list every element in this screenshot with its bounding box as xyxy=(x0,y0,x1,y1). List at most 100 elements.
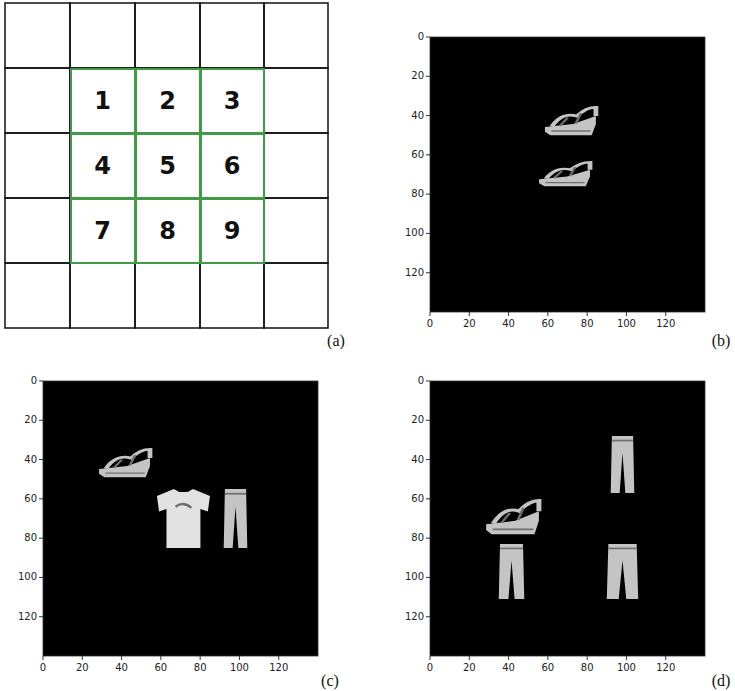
grid-cell xyxy=(200,68,264,133)
grid-cell xyxy=(264,3,328,68)
tick-label: 60 xyxy=(541,663,554,673)
tick-mark xyxy=(160,656,161,660)
cell-number: 9 xyxy=(224,217,241,245)
grid-cell xyxy=(200,133,264,198)
tick-mark xyxy=(426,498,430,499)
image-panel xyxy=(39,381,318,660)
tick-mark xyxy=(39,577,43,578)
cell-number: 6 xyxy=(224,152,241,180)
panel-label: (d) xyxy=(712,673,731,689)
image-ground xyxy=(430,37,705,312)
tick-mark xyxy=(39,420,43,421)
tick-mark xyxy=(426,233,430,234)
tick-mark xyxy=(547,312,548,316)
grid-cell xyxy=(70,198,135,263)
grid-cell xyxy=(200,3,264,68)
grid-cell xyxy=(5,133,70,198)
cell-number: 1 xyxy=(94,87,111,115)
trousers-image xyxy=(224,489,248,548)
tick-label: 80 xyxy=(581,319,594,329)
tick-mark xyxy=(665,656,666,660)
tick-label: 40 xyxy=(502,319,515,329)
tick-mark xyxy=(82,656,83,660)
grid-cell xyxy=(135,133,200,198)
tick-mark xyxy=(426,538,430,539)
panel-label: (b) xyxy=(712,333,731,349)
image-ground xyxy=(43,381,318,656)
grid-cell xyxy=(135,198,200,263)
tick-mark xyxy=(547,656,548,660)
tick-mark xyxy=(239,656,240,660)
tick-mark xyxy=(626,312,627,316)
tick-label: 20 xyxy=(411,415,424,425)
tick-mark xyxy=(121,656,122,660)
tick-label: 60 xyxy=(24,494,37,504)
grid-cell xyxy=(70,263,135,328)
tick-label: 20 xyxy=(24,415,37,425)
tick-label: 60 xyxy=(411,150,424,160)
tick-mark xyxy=(469,312,470,316)
cell-number: 2 xyxy=(159,87,176,115)
tick-label: 40 xyxy=(24,455,37,465)
tick-mark xyxy=(626,656,627,660)
tick-label: 0 xyxy=(427,319,433,329)
tick-label: 20 xyxy=(76,663,89,673)
numbered-cell: 4 xyxy=(70,133,136,199)
grid-cell xyxy=(264,263,328,328)
numbered-cell: 7 xyxy=(70,198,136,264)
tick-label: 60 xyxy=(541,319,554,329)
grid xyxy=(5,3,328,328)
grid-cell xyxy=(264,68,328,133)
tick-mark xyxy=(43,656,44,660)
tick-label: 120 xyxy=(269,663,288,673)
grid-cell xyxy=(200,198,264,263)
tick-mark xyxy=(508,312,509,316)
tick-mark xyxy=(39,498,43,499)
panel-label: (a) xyxy=(327,333,345,349)
tick-label: 100 xyxy=(230,663,249,673)
numbered-cell: 5 xyxy=(135,133,201,199)
trousers-image xyxy=(499,544,525,599)
tick-label: 120 xyxy=(656,663,675,673)
numbered-cell: 3 xyxy=(200,68,265,134)
tick-label: 20 xyxy=(463,663,476,673)
tick-mark xyxy=(426,154,430,155)
grid-cell xyxy=(200,263,264,328)
grid-cell xyxy=(135,68,200,133)
tick-label: 120 xyxy=(656,319,675,329)
tick-mark xyxy=(508,656,509,660)
sandal-image xyxy=(99,449,150,477)
tick-label: 100 xyxy=(405,228,424,238)
tick-label: 0 xyxy=(418,32,424,42)
tick-mark xyxy=(469,656,470,660)
numbered-cell: 1 xyxy=(70,68,136,134)
tick-label: 80 xyxy=(24,533,37,543)
cell-number: 3 xyxy=(224,87,241,115)
tick-mark xyxy=(430,312,431,316)
tick-mark xyxy=(426,37,430,38)
cell-number: 4 xyxy=(94,152,111,180)
tick-label: 20 xyxy=(463,319,476,329)
tick-mark xyxy=(587,312,588,316)
tick-mark xyxy=(39,459,43,460)
tick-label: 100 xyxy=(18,572,37,582)
trousers-image xyxy=(611,436,635,493)
image-panel xyxy=(426,381,705,660)
tick-label: 120 xyxy=(405,268,424,278)
tick-label: 0 xyxy=(31,376,37,386)
sandal-image xyxy=(545,107,596,135)
tick-label: 0 xyxy=(418,376,424,386)
tick-mark xyxy=(426,194,430,195)
tick-label: 100 xyxy=(617,319,636,329)
tick-mark xyxy=(39,616,43,617)
tick-mark xyxy=(587,656,588,660)
trousers-image xyxy=(607,544,638,599)
tick-label: 40 xyxy=(411,111,424,121)
grid-cell xyxy=(70,68,135,133)
sandal-image xyxy=(486,501,539,535)
tick-label: 80 xyxy=(411,533,424,543)
grid-cell xyxy=(5,68,70,133)
numbered-cell: 6 xyxy=(200,133,265,199)
tick-mark xyxy=(426,577,430,578)
tick-label: 80 xyxy=(194,663,207,673)
